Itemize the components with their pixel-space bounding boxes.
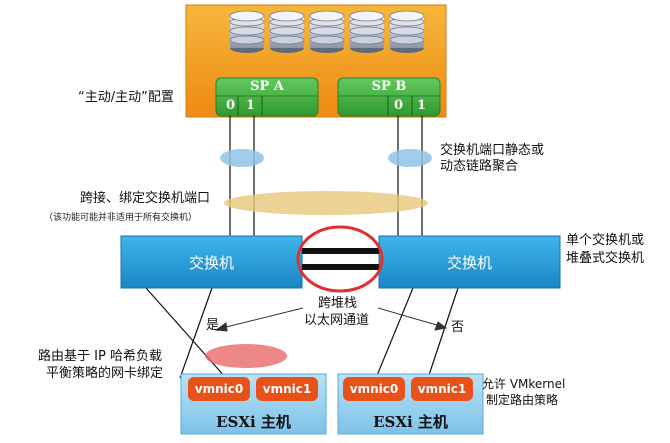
disk-icon <box>349 10 385 53</box>
sp-b-port-0: 0 <box>394 98 404 113</box>
ip-hash-ellipse <box>205 344 287 368</box>
sp-b-box <box>337 77 441 117</box>
disk-icon <box>389 10 425 53</box>
disk-stack-icons <box>229 10 425 53</box>
cross-bind-label: 跨接、绑定交换机端口 <box>80 191 211 206</box>
esxi-host-left-label: ESXi 主机 <box>216 413 291 431</box>
sp-a-box <box>215 77 319 117</box>
sp-a-label: SP A <box>250 79 284 94</box>
vmnic0-right: vmnic0 <box>343 377 405 401</box>
sp-b-port-1: 1 <box>417 98 427 113</box>
ip-hash-label-line2: 平衡策略的网卡绑定 <box>46 366 164 381</box>
single-stack-label-line2: 堆叠式交换机 <box>566 251 645 266</box>
sp-a-port-1: 1 <box>246 98 256 113</box>
switch-right-label: 交换机 <box>446 254 492 272</box>
ip-hash-label-line1: 路由基于 IP 哈希负载 <box>38 349 162 364</box>
cross-bind-note: （该功能可能并非适用于所有交换机） <box>44 213 198 223</box>
disk-icon <box>269 10 305 53</box>
aggregation-ellipse-left <box>220 149 264 167</box>
active-active-label: “主动/主动”配置 <box>78 90 174 105</box>
switch-left-label: 交换机 <box>188 254 234 272</box>
cross-stack-link <box>296 225 384 293</box>
cross-bind-ellipse <box>224 191 428 215</box>
static-agg-label-line1: 交换机端口静态或 <box>440 143 545 158</box>
disk-icon <box>309 10 345 53</box>
switch-downlink-lines <box>145 287 459 379</box>
cross-stack-label-line1: 跨堆栈 <box>318 296 358 311</box>
switch-left <box>120 235 303 289</box>
yes-label: 是 <box>206 318 220 333</box>
cross-stack-label-line2: 以太网通道 <box>304 313 370 328</box>
no-label: 否 <box>451 320 465 335</box>
no-arrow <box>377 307 448 331</box>
esxi-host-right-label: ESXi 主机 <box>373 413 448 431</box>
yes-arrow <box>214 307 304 332</box>
vmnic0-left: vmnic0 <box>188 377 250 401</box>
disk-icon <box>229 10 265 53</box>
static-agg-label-line2: 动态链路聚合 <box>440 159 519 174</box>
vmnic1-left: vmnic1 <box>256 377 318 401</box>
sp-a-port-0: 0 <box>226 98 236 113</box>
aggregation-ellipse-right <box>388 149 432 167</box>
single-stack-label-line1: 单个交换机或 <box>566 233 645 248</box>
allow-vmkernel-label-line1: 允许 VMkernel <box>482 377 566 391</box>
vmnic1-right: vmnic1 <box>411 377 473 401</box>
switch-right <box>378 235 561 289</box>
allow-vmkernel-label-line2: 制定路由策略 <box>486 393 559 407</box>
cross-stack-ring <box>296 225 384 293</box>
sp-uplink-lines <box>229 116 423 236</box>
sp-b-label: SP B <box>371 79 407 94</box>
